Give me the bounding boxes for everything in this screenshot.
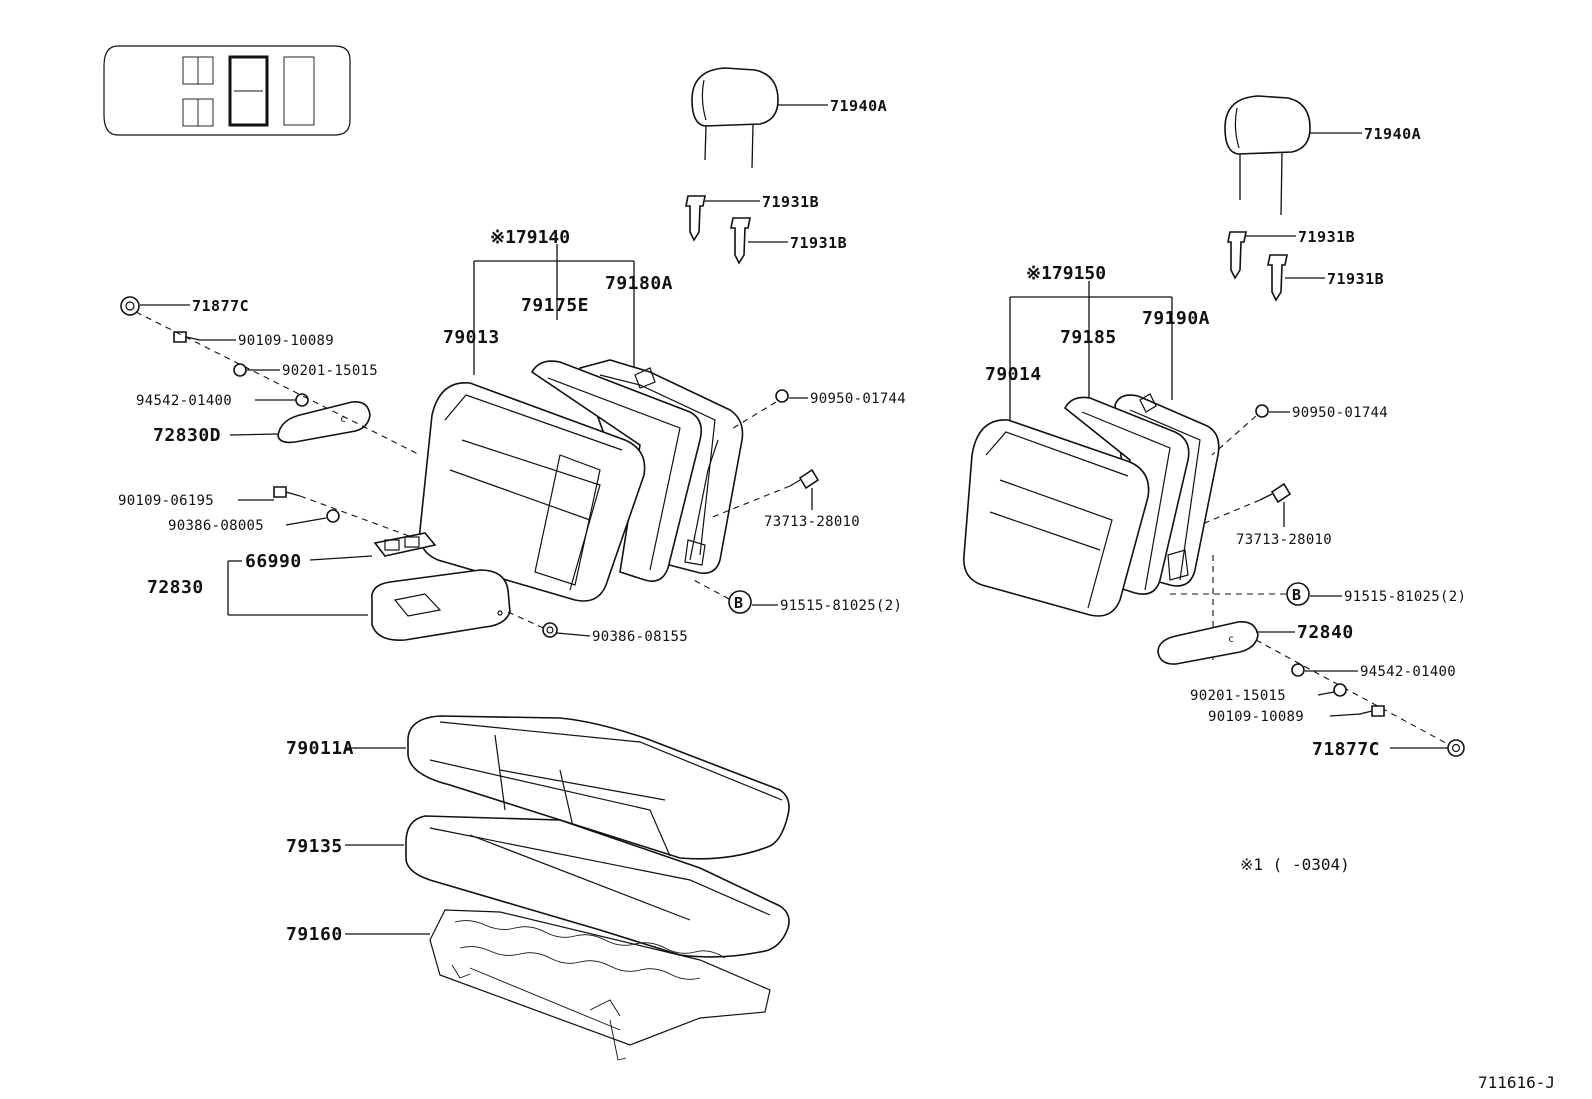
assy-left-bracket — [473, 244, 635, 380]
washer-left-1-label: 90201-15015 — [282, 363, 378, 379]
cushion-pad — [345, 815, 790, 958]
guide-line-left-4 — [729, 401, 777, 431]
bolt-b-right-label: 91515-81025(2) — [1344, 589, 1466, 605]
guide-line-left-2 — [299, 495, 421, 541]
armrest-tray — [309, 532, 437, 561]
nut-right — [1255, 404, 1290, 418]
headrest-support-left — [685, 195, 788, 265]
pad-left-label: 79175E — [521, 295, 589, 316]
cap-right-label: 71877C — [1312, 739, 1380, 760]
seatback-cover-left — [419, 382, 646, 602]
guide-line-left-3 — [507, 611, 549, 631]
armrest-assembly-bracket — [227, 560, 368, 616]
cover-right-label: 79014 — [985, 364, 1042, 385]
b-marker-right — [1286, 582, 1342, 606]
nut-right-label: 90950-01744 — [1292, 405, 1388, 421]
guide-line-left-6 — [689, 577, 730, 600]
headrest-right-label: 71940A — [1364, 125, 1421, 143]
headrest-support-right — [1227, 231, 1325, 302]
tray-label: 66990 — [245, 551, 302, 572]
bolt-left-1-label: 90109-10089 — [238, 333, 334, 349]
bushing-left-label: 94542-01400 — [136, 393, 232, 409]
hinge-bolt-left — [789, 468, 820, 510]
hinge-bolt-right-label: 73713-28010 — [1236, 532, 1332, 548]
seatback-cover-right — [963, 419, 1150, 617]
nut-left — [775, 389, 808, 403]
clip-left-2-label: 90386-08155 — [592, 629, 688, 645]
headrest-left — [691, 67, 828, 169]
cap-left — [120, 296, 190, 316]
bolt-left-2 — [238, 486, 301, 501]
cap-right — [1390, 739, 1465, 757]
cushion-frame-label: 79160 — [286, 924, 343, 945]
guide-line-left-5 — [709, 485, 791, 519]
cushion-cover — [345, 715, 790, 860]
clip-left-2 — [542, 622, 591, 638]
cushion-pad-label: 79135 — [286, 836, 343, 857]
bushing-right — [1291, 663, 1358, 677]
bolt-right-label: 90109-10089 — [1208, 709, 1304, 725]
headrest-left-label: 71940A — [830, 97, 887, 115]
assy-right-label: ※179150 — [1026, 263, 1106, 284]
seatback-pad-left — [530, 360, 703, 582]
bolt-right — [1329, 705, 1385, 717]
assy-left-label: ※179140 — [490, 227, 570, 248]
b-marker-right-text: B — [1292, 586, 1302, 604]
armrest-body — [371, 569, 511, 642]
armrest-right: c — [1157, 620, 1295, 665]
support-left-1-label: 71931B — [762, 193, 819, 211]
bolt-left-2-label: 90109-06195 — [118, 493, 214, 509]
armrest-left: c — [229, 400, 371, 444]
hinge-bolt-right — [1259, 482, 1292, 527]
guide-line-left-1 — [135, 311, 421, 456]
footnote: ※1 ( -0304) — [1240, 855, 1350, 874]
svg-text:c: c — [1228, 634, 1234, 645]
pad-right-label: 79185 — [1060, 327, 1117, 348]
hinge-bolt-left-label: 73713-28010 — [764, 514, 860, 530]
cover-left-label: 79013 — [443, 327, 500, 348]
support-right-2-label: 71931B — [1327, 270, 1384, 288]
washer-right — [1317, 683, 1347, 697]
b-marker-left-text: B — [734, 594, 744, 612]
clip-left-label: 90386-08005 — [168, 518, 264, 534]
b-marker-left — [728, 590, 778, 614]
washer-left-1 — [233, 363, 280, 377]
headrest-right — [1224, 95, 1362, 216]
washer-right-label: 90201-15015 — [1190, 688, 1286, 704]
assy-right-bracket — [1009, 281, 1173, 420]
guide-line-right-1 — [1211, 415, 1257, 456]
bushing-left — [255, 393, 309, 407]
guide-line-right-5 — [1255, 639, 1456, 749]
armrest-left-label: 72830D — [153, 425, 221, 446]
support-right-1-label: 71931B — [1298, 228, 1355, 246]
nut-left-label: 90950-01744 — [810, 391, 906, 407]
armrest-assembly-label: 72830 — [147, 577, 204, 598]
frame-right-label: 79190A — [1142, 308, 1210, 329]
frame-left-label: 79180A — [605, 273, 673, 294]
vehicle-location-key — [103, 45, 351, 136]
bushing-right-label: 94542-01400 — [1360, 664, 1456, 680]
cushion-frame — [345, 909, 771, 1061]
cushion-cover-label: 79011A — [286, 738, 354, 759]
drawing-id: 711616-J — [1478, 1073, 1555, 1092]
cap-left-label: 71877C — [192, 297, 249, 315]
svg-text:c: c — [340, 414, 346, 425]
clip-left — [285, 509, 340, 526]
bolt-b-left-label: 91515-81025(2) — [780, 598, 902, 614]
armrest-right-label: 72840 — [1297, 622, 1354, 643]
support-left-2-label: 71931B — [790, 234, 847, 252]
bolt-left-1 — [173, 331, 236, 343]
